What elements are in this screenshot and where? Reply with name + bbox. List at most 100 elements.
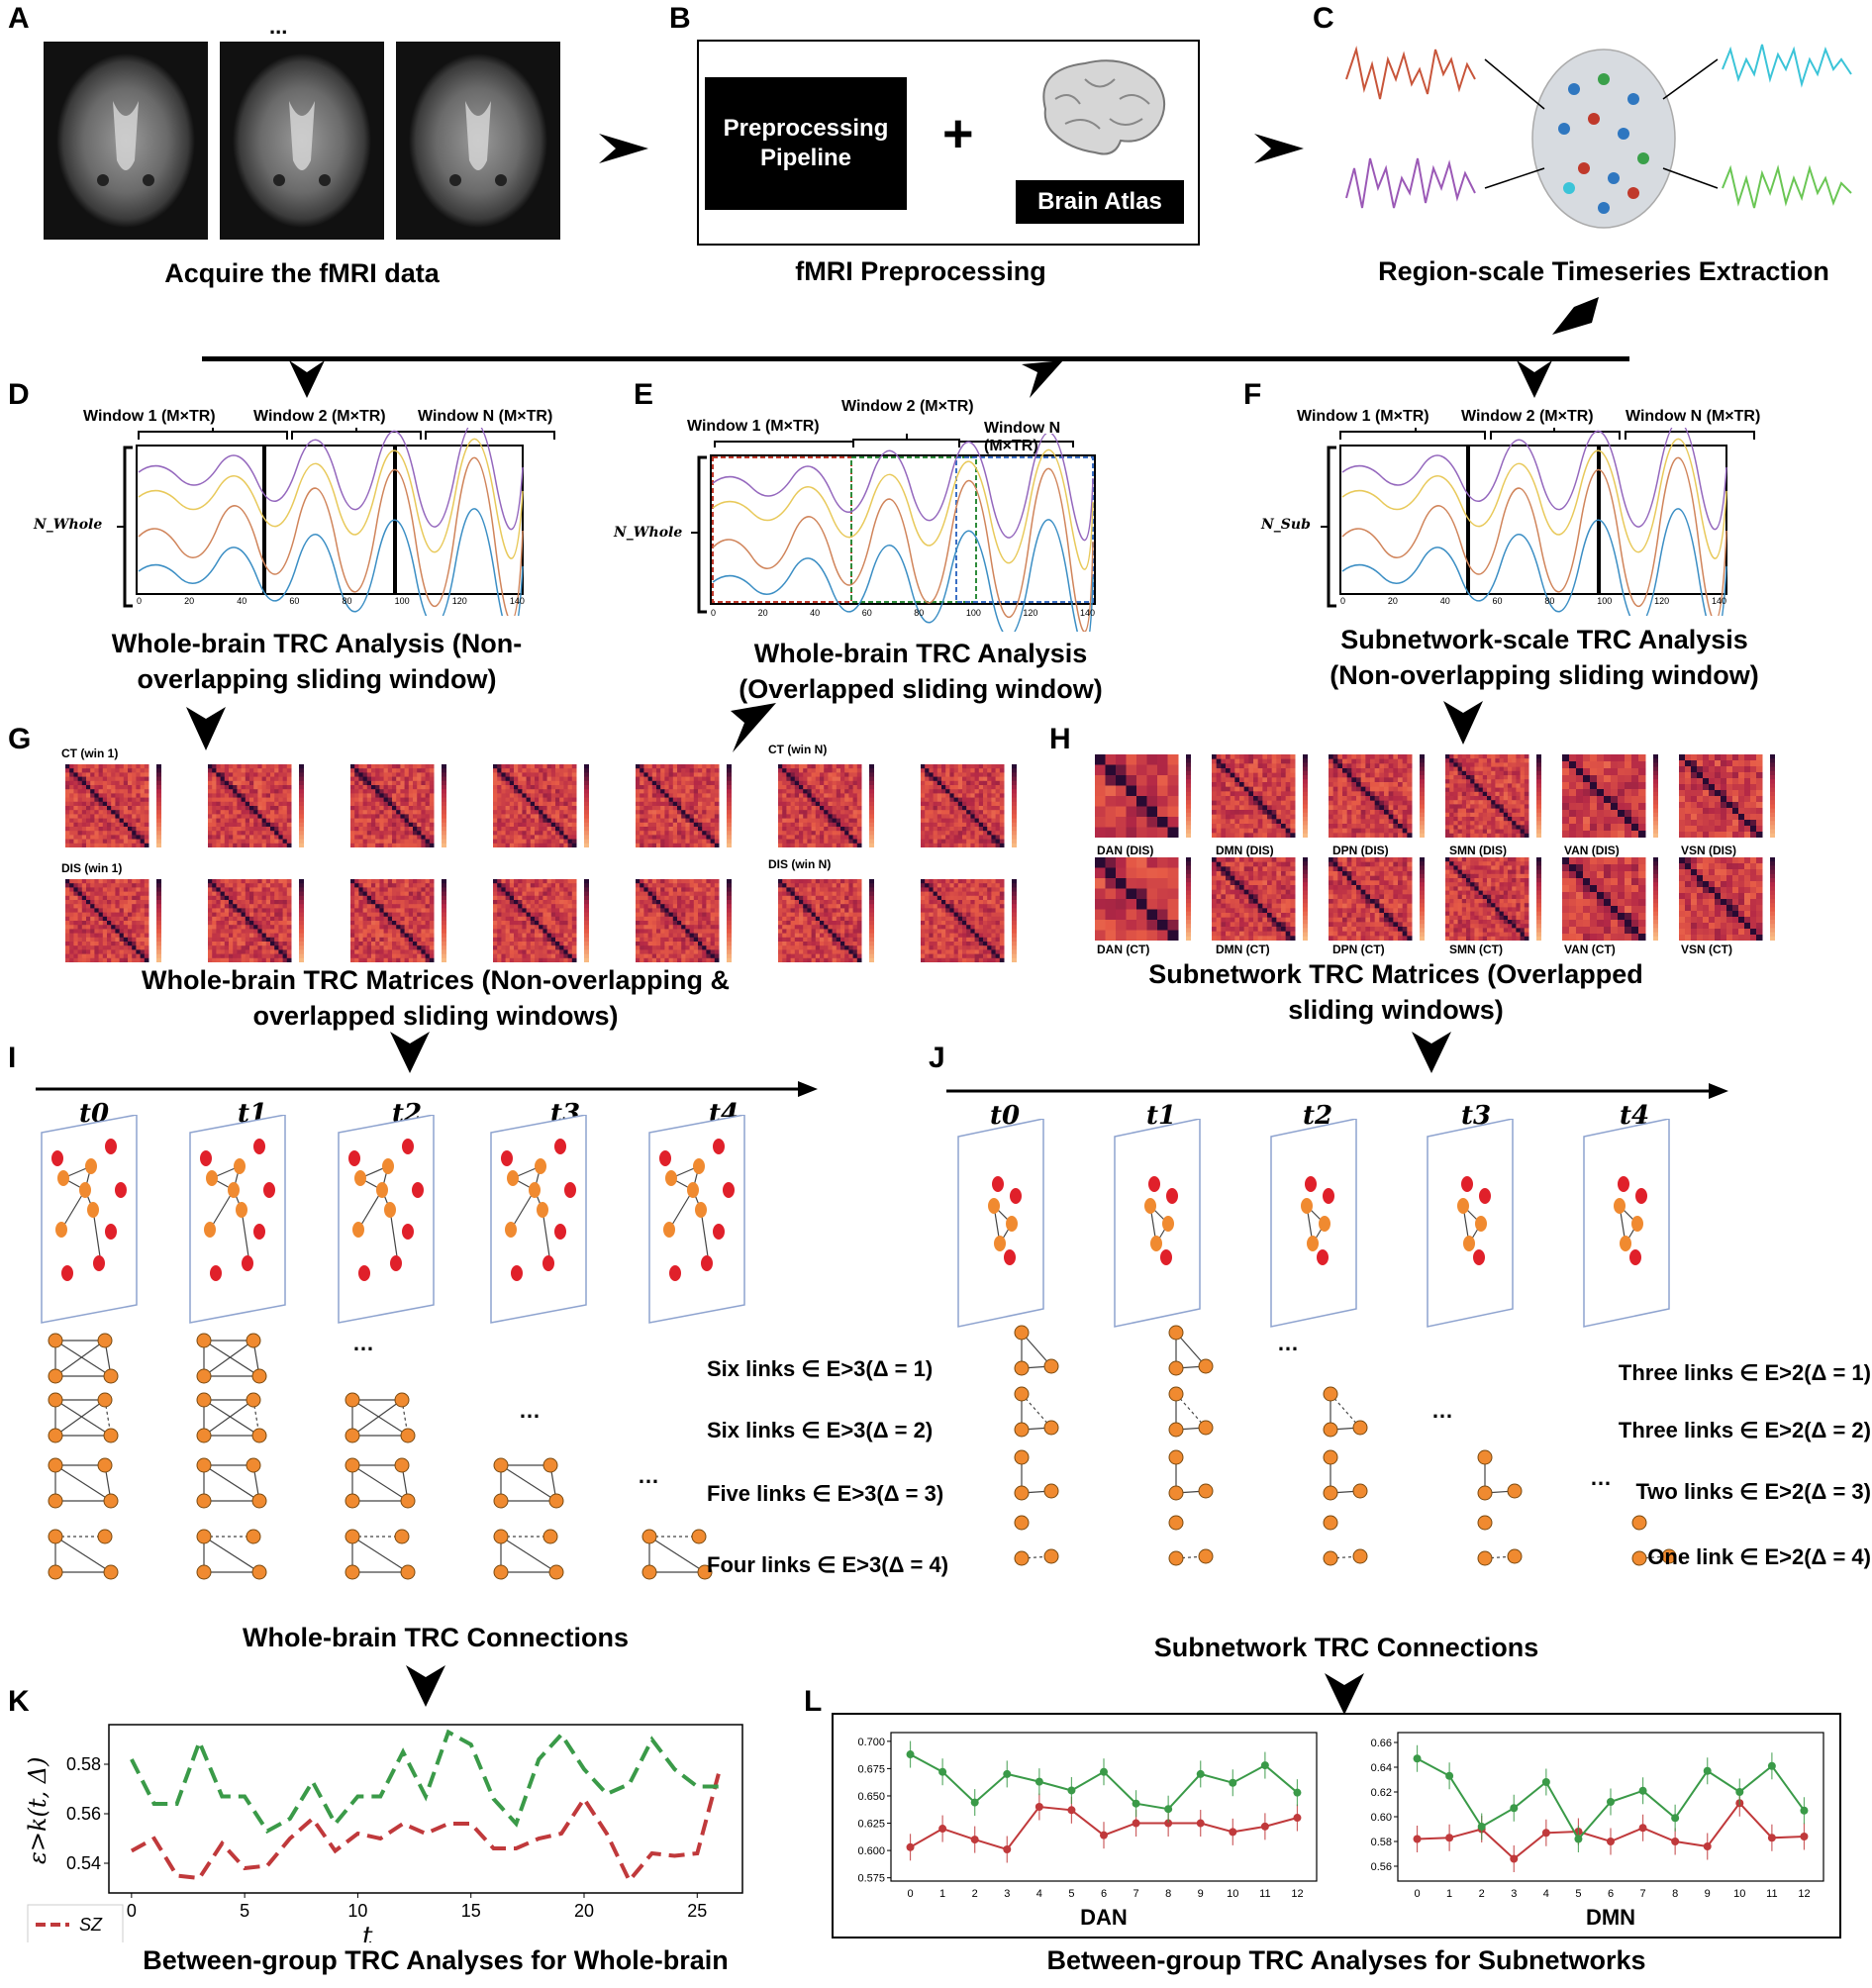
heatmap-cell <box>501 921 507 926</box>
heatmap-cell <box>501 785 507 790</box>
heatmap-cell <box>237 957 243 962</box>
heatmap-cell <box>811 839 817 845</box>
heatmap-cell <box>710 925 716 930</box>
heatmap-cell <box>212 929 217 935</box>
heatmap-cell <box>987 793 992 799</box>
heatmap-cell <box>241 879 246 884</box>
heatmap-cell <box>233 912 238 918</box>
heatmap-cell <box>714 827 720 832</box>
colorbar-segment <box>156 822 161 828</box>
heatmap-cell <box>65 839 70 845</box>
heatmap-cell <box>400 929 406 935</box>
heatmap-cell <box>375 768 380 773</box>
heatmap-cell <box>366 793 372 799</box>
heatmap-cell <box>408 921 414 926</box>
heatmap-cell <box>257 776 263 782</box>
heatmap-cell <box>81 912 87 918</box>
heatmap-cell <box>208 942 213 946</box>
heatmap-cell <box>970 772 976 778</box>
heatmap-cell <box>212 827 217 832</box>
heatmap-cell <box>140 810 146 815</box>
heatmap-cell <box>815 789 821 794</box>
heatmap-cell <box>208 949 213 955</box>
heatmap-cell <box>567 835 573 841</box>
heatmap-cell <box>651 810 657 815</box>
heatmap-cell <box>714 879 720 884</box>
heatmap-cell <box>65 916 70 922</box>
heatmap-cell <box>983 772 988 778</box>
heatmap-cell <box>274 900 279 905</box>
heatmap-cell <box>257 945 263 950</box>
heatmap-cell <box>518 891 523 897</box>
heatmap-cell <box>811 810 817 815</box>
heatmap-cell <box>698 843 703 847</box>
heatmap-cell <box>73 822 79 828</box>
heatmap-cell <box>656 768 661 773</box>
heatmap-cell <box>119 793 125 799</box>
heatmap-cell <box>945 793 950 799</box>
heatmap-cell <box>693 801 699 807</box>
fmri-slices <box>44 42 560 240</box>
heatmap-cell <box>417 953 422 959</box>
heatmap-cell <box>245 942 250 946</box>
heatmap-cell <box>144 957 149 962</box>
heatmap-cell <box>815 806 821 811</box>
heatmap-cell <box>668 887 674 893</box>
heatmap-cell <box>567 772 573 778</box>
heatmap-cell <box>94 772 100 778</box>
heatmap-cell <box>546 949 552 955</box>
heatmap-cell <box>526 953 532 959</box>
heatmap-cell <box>270 953 275 959</box>
heatmap-cell <box>278 933 284 939</box>
heatmap-cell <box>229 780 234 786</box>
heatmap-cell <box>270 900 275 905</box>
heatmap-cell <box>229 957 234 962</box>
heatmap-cell <box>396 814 401 820</box>
colorbar-segment <box>442 883 446 888</box>
heatmap-cell <box>366 764 372 769</box>
heatmap-cell <box>497 839 502 845</box>
heatmap-cell <box>530 818 536 824</box>
heatmap-cell <box>651 925 657 930</box>
heatmap-cell <box>77 942 83 946</box>
heatmap-cell <box>974 764 980 769</box>
heatmap-cell <box>957 843 963 847</box>
heatmap-cell <box>526 929 532 935</box>
heatmap-cell <box>824 793 829 799</box>
heatmap-cell <box>233 942 238 946</box>
heatmap-cell <box>421 789 427 794</box>
heatmap-cell <box>208 933 213 939</box>
heatmap-cell <box>563 818 569 824</box>
heatmap-cell <box>362 933 368 939</box>
heatmap-cell <box>136 797 142 803</box>
heatmap-cell <box>396 835 401 841</box>
heatmap-cell <box>261 879 267 884</box>
heatmap-cell <box>501 797 507 803</box>
heatmap-cell <box>995 768 1001 773</box>
heatmap-cell <box>546 929 552 935</box>
heatmap-cell <box>522 797 528 803</box>
heatmap-cell <box>807 768 813 773</box>
heatmap-cell <box>413 801 418 807</box>
heatmap-cell <box>693 818 699 824</box>
heatmap-cell <box>354 921 359 926</box>
heatmap-cell <box>710 789 716 794</box>
heatmap-cell <box>714 797 720 803</box>
heatmap-cell <box>208 912 213 918</box>
heatmap-cell <box>233 895 238 901</box>
heatmap-cell <box>799 810 804 815</box>
heatmap-cell <box>429 801 435 807</box>
heatmap-cell <box>408 814 414 820</box>
heatmap-cell <box>107 831 112 836</box>
heatmap-cell <box>86 900 91 905</box>
heatmap-cell <box>286 879 292 884</box>
heatmap-cell <box>567 822 573 828</box>
heatmap-cell <box>229 908 234 914</box>
heatmap-cell <box>664 879 670 884</box>
heatmap-cell <box>245 797 250 803</box>
heatmap-cell <box>115 806 121 811</box>
heatmap-cell <box>224 883 230 888</box>
heatmap-cell <box>249 887 254 893</box>
heatmap-cell <box>383 831 389 836</box>
heatmap-cell <box>404 810 410 815</box>
